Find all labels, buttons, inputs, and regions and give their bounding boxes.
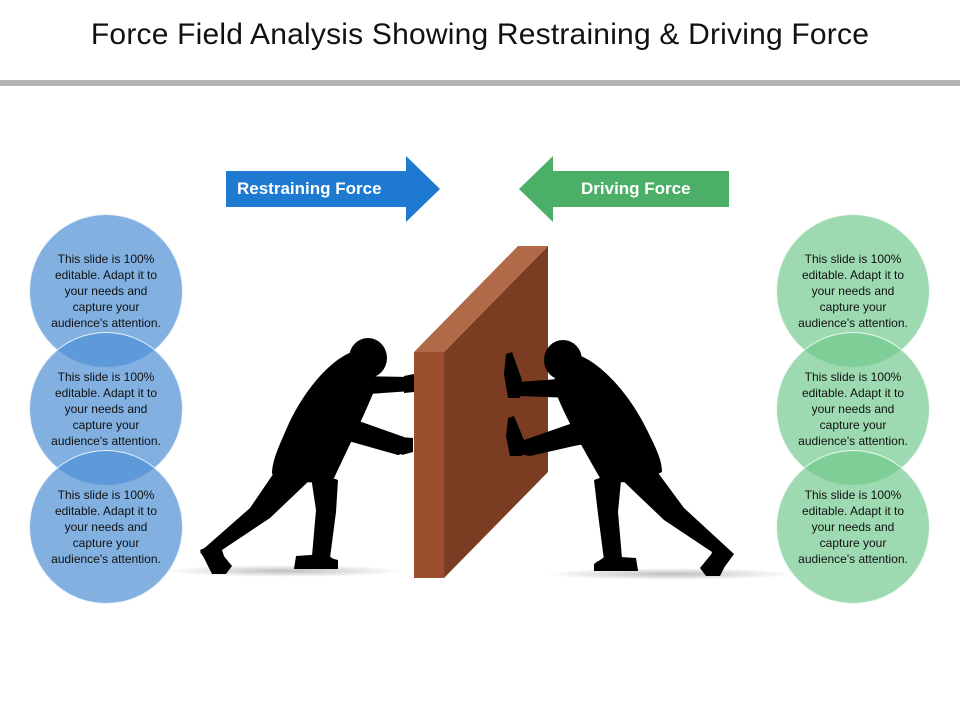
right-man-silhouette — [504, 340, 734, 576]
left-circle-1-text: This slide is 100% editable. Adapt it to… — [51, 252, 161, 330]
right-circle-1-text: This slide is 100% editable. Adapt it to… — [798, 252, 908, 330]
right-circle-3-text: This slide is 100% editable. Adapt it to… — [798, 488, 908, 566]
left-circle-2-text: This slide is 100% editable. Adapt it to… — [51, 370, 161, 448]
driving-force-arrow — [519, 156, 729, 222]
driving-force-label: Driving Force — [581, 179, 691, 198]
page-title: Force Field Analysis Showing Restraining… — [90, 18, 870, 51]
title-divider — [0, 80, 960, 86]
wall-top-face — [414, 246, 548, 352]
left-man-silhouette — [200, 338, 414, 574]
right-ground-shadow — [545, 568, 795, 580]
restraining-force-label: Restraining Force — [237, 179, 382, 198]
right-circle-3: This slide is 100% editable. Adapt it to… — [776, 450, 930, 604]
wall — [414, 246, 548, 578]
left-circle-3: This slide is 100% editable. Adapt it to… — [29, 450, 183, 604]
right-circle-1: This slide is 100% editable. Adapt it to… — [776, 214, 930, 368]
restraining-force-arrow — [226, 156, 440, 222]
wall-side-face — [444, 246, 548, 578]
left-ground-shadow — [165, 565, 405, 577]
wall-front-face — [414, 352, 444, 578]
right-circle-2-text: This slide is 100% editable. Adapt it to… — [798, 370, 908, 448]
left-circle-3-text: This slide is 100% editable. Adapt it to… — [51, 488, 161, 566]
